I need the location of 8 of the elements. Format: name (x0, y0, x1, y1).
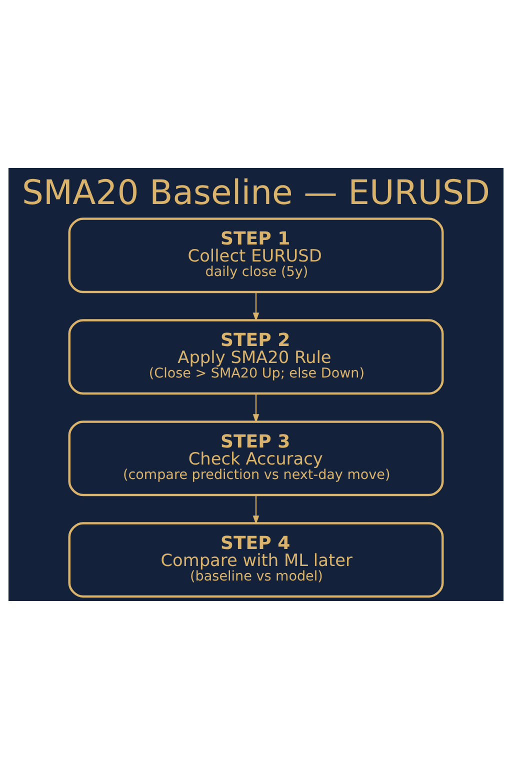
arrow (252, 292, 260, 322)
arrow (252, 494, 260, 524)
arrow (252, 393, 260, 423)
node-box: STEP 1 Collect EURUSD daily close (5y) (68, 217, 444, 293)
diagram-title: SMA20 Baseline — EURUSD (22, 172, 490, 212)
node-box: STEP 3 Check Accuracy (compare prediction vs next-day move) (68, 420, 444, 496)
node-box: STEP 2 Apply SMA20 Rule (Close > SMA20 Up; else Down) (68, 318, 444, 394)
node-box: STEP 4 Compare with ML later (baseline vs model) (68, 522, 444, 598)
